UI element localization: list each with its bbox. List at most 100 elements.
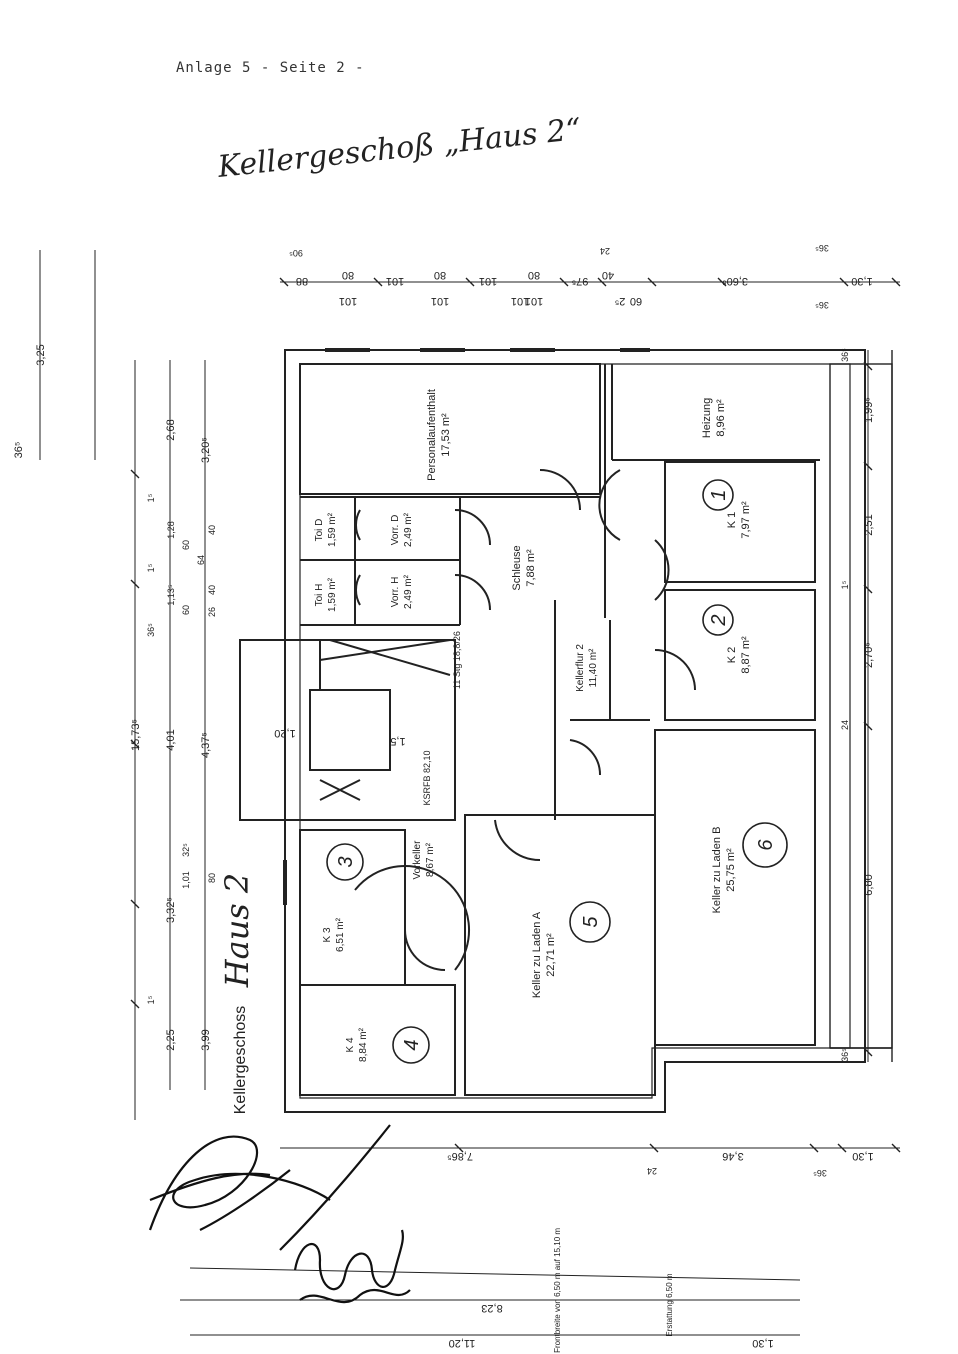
dim-left-b: 26 <box>207 607 217 617</box>
dim-top: 101 <box>431 295 449 307</box>
dim-top: 101 <box>386 275 404 287</box>
dim-line-left-b <box>169 360 206 1090</box>
room-area: 2,49 m² <box>403 574 414 609</box>
dim-top: 40 <box>602 269 614 281</box>
room-area: 7,97 m² <box>740 501 752 539</box>
room-name: Keller zu Laden B <box>711 827 723 914</box>
room-area: 1,59 m² <box>327 512 338 547</box>
dim-top: 101 <box>339 295 357 307</box>
dim-note: 1,5 <box>390 735 405 747</box>
dim-top: 1,30 <box>851 275 872 287</box>
dim-left-b: 1,13⁵ <box>166 584 176 606</box>
dim-bottom: 1,30 <box>852 1150 873 1162</box>
dim-left-b: 60 <box>181 540 191 550</box>
stair-note: 11 Stg 18,8/26 <box>452 631 462 689</box>
room-area: 11,40 m² <box>588 648 599 687</box>
room-number: 6 <box>755 839 777 851</box>
dim-right: 2,51 <box>863 514 875 535</box>
dim-top: 80 <box>528 269 540 281</box>
room-area: 17,53 m² <box>440 413 452 457</box>
dim-left-b: 32⁵ <box>181 843 191 857</box>
side-label-handwritten: Haus 2 <box>218 873 256 989</box>
room-area: 8,96 m² <box>715 399 727 437</box>
page-header: Anlage 5 - Seite 2 - <box>176 60 365 76</box>
room-name: K 2 <box>726 647 738 664</box>
dim-left-b: 3,99 <box>200 1029 212 1050</box>
room-area: 22,71 m² <box>545 933 557 977</box>
room-area: 2,49 m² <box>403 512 414 547</box>
dim-left-b: 1⁵ <box>146 493 156 502</box>
room-name: Vorr. D <box>390 515 401 546</box>
dim-left-a: 2,25 <box>165 1029 177 1050</box>
room-number: 3 <box>335 856 357 867</box>
shaft-note: KSRFB 82,10 <box>422 750 432 805</box>
room-name: Vorr. H <box>390 577 401 608</box>
bottom-note: zulg. Frontbreite von 6,50 m auf 15,10 m <box>553 1228 562 1354</box>
dim-top-small: 24 <box>600 246 610 256</box>
dim-bottom-2: 8,23 <box>481 1302 502 1314</box>
dim-left-b: 4,37⁵ <box>200 732 212 758</box>
dim-bottom-2: 11,20 <box>449 1337 476 1349</box>
plan-caption: Kellergeschoss <box>232 1006 249 1115</box>
dim-line-left-outer <box>39 250 96 460</box>
room-name: K 1 <box>726 512 738 529</box>
bottom-note: Erstattung 6,50 m <box>665 1273 674 1336</box>
room-area: 1,59 m² <box>327 577 338 612</box>
room-number: 1 <box>708 489 730 500</box>
dim-top-small: 90⁵ <box>289 248 303 258</box>
room-number: 2 <box>708 614 730 626</box>
room-name: K 3 <box>322 927 333 942</box>
room-area: 8,67 m² <box>425 842 436 877</box>
room-name: Vorkeller <box>412 840 423 880</box>
dim-bottom: 7,86⁵ <box>447 1150 473 1162</box>
dim-top: 88 <box>296 275 308 287</box>
dim-top-small: 36⁵ <box>815 243 829 253</box>
dim-note: 1,20 <box>274 727 295 739</box>
dim-right: 6,80 <box>863 874 875 895</box>
dim-left-a: 36⁵ <box>146 623 156 637</box>
dim-left-b: 1,01 <box>181 871 191 889</box>
dim-bottom: 24 <box>647 1166 657 1176</box>
dim-left-b: 40 <box>207 525 217 535</box>
dim-top: 101 <box>511 295 529 307</box>
dim-top: 80 <box>434 269 446 281</box>
outer-wall <box>284 349 866 1113</box>
dim-top: 2⁵ <box>615 295 626 307</box>
room-area: 8,84 m² <box>358 1027 369 1062</box>
dim-right: 2,70⁵ <box>863 642 875 668</box>
dim-right: 1,99⁵ <box>863 397 875 423</box>
dim-bottom: 3,46 <box>722 1150 743 1162</box>
signature <box>148 1124 411 1304</box>
dim-top: 101 <box>525 295 543 307</box>
room-name: Schleuse <box>511 545 523 590</box>
dim-left-a: 3,32⁵ <box>165 897 177 923</box>
dim-bottom-2: 1,30 <box>752 1337 773 1349</box>
dim-line-bottom-2 <box>180 1299 800 1336</box>
dim-top: 97⁵ <box>572 275 589 287</box>
dim-right: 36⁵ <box>840 1048 850 1062</box>
dim-top-small: 36⁵ <box>815 300 829 310</box>
dim-left-b: 40 <box>207 585 217 595</box>
room-number: 5 <box>580 916 602 928</box>
dim-left-b: 1,28 <box>166 521 176 539</box>
dim-bottom: 36⁵ <box>813 1168 827 1178</box>
room-name: K 4 <box>345 1037 356 1052</box>
dim-top: 3,60⁵ <box>722 275 748 287</box>
dim-left-a: 1⁵ <box>146 995 156 1004</box>
dim-left-b: 64 <box>196 555 206 565</box>
room-name: Keller zu Laden A <box>531 911 543 998</box>
room-area: 6,51 m² <box>335 917 346 952</box>
dim-left-outer: 3,25 <box>35 344 47 365</box>
dim-left-a: 15,73⁵ <box>130 719 142 751</box>
room-number: 4 <box>401 1039 423 1050</box>
room-area: 7,88 m² <box>525 549 537 587</box>
room-area: 25,75 m² <box>725 848 737 892</box>
dim-left-outer: 36⁵ <box>13 442 25 459</box>
room-name: Kellerflur 2 <box>575 644 586 692</box>
dim-right: 36⁵ <box>840 348 850 362</box>
room-name: Heizung <box>701 398 713 438</box>
dim-top: 101 <box>479 275 497 287</box>
dim-right: 24 <box>840 720 850 730</box>
dim-left-a: 2,68 <box>165 419 177 440</box>
